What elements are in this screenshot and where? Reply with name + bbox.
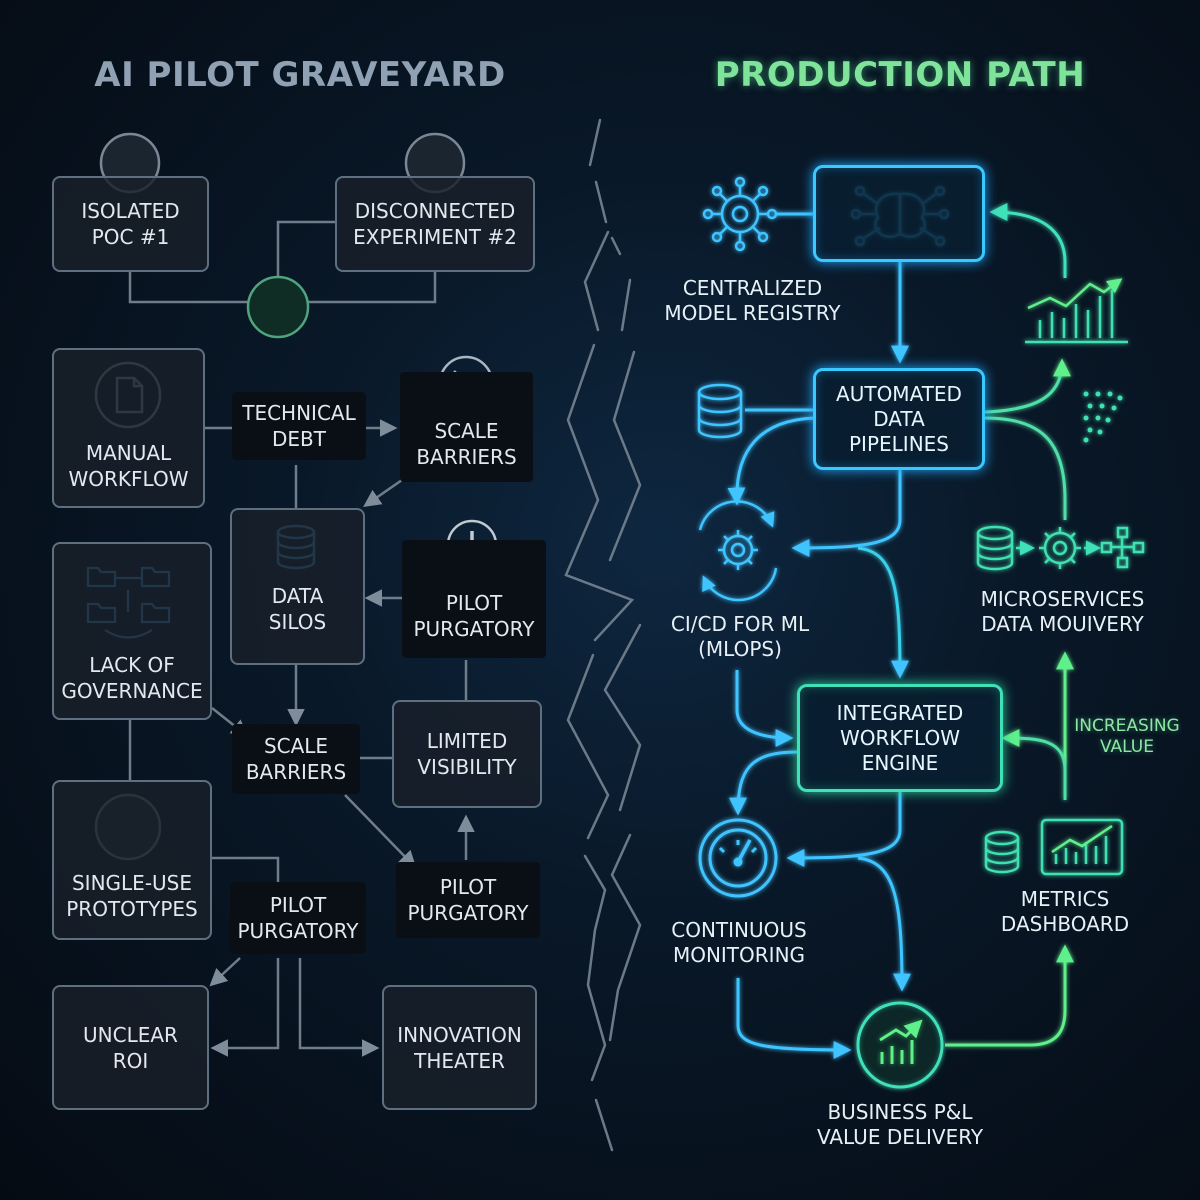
increasing-value-label: INCREASING [1074,716,1180,736]
disconnected-experiment-label: DISCONNECTED [354,199,516,223]
branch-icon [1100,526,1145,569]
database-icon [984,830,1020,874]
data-silos-box: DATA SILOS [230,508,365,665]
metrics-dashboard-caption: METRICS DASHBOARD [985,887,1145,937]
workflow-engine-node: INTEGRATED WORKFLOW ENGINE [797,684,1003,792]
scale-barriers-label: BARRIERS [245,760,347,784]
gear-icon [1039,527,1101,569]
model-registry-label: CENTRALIZED [682,276,823,300]
data-silos-label: DATA [271,584,324,608]
workflow-engine-label: WORKFLOW [840,725,960,750]
data-pipelines-label: AUTOMATED [836,381,962,406]
innovation-theater-label: INNOVATION [397,1022,522,1047]
model-registry-label: MODEL REGISTRY [664,301,841,325]
limited-visibility-label: VISIBILITY [417,755,517,779]
microservices-caption: MICROSERVICES DATA MOUIVERY [960,587,1165,637]
lack-of-governance-box: LACK OF GOVERNANCE [52,542,212,720]
monitoring-label: CONTINUOUS [671,918,807,942]
pilot-purgatory-low-box: PILOT PURGATORY [396,862,540,938]
increasing-value-caption: INCREASING VALUE [1062,716,1192,758]
scale-barriers-mid-box: SCALE BARRIERS [232,724,360,794]
single-use-prototypes-box: SINGLE-USE PROTOTYPES [52,780,212,940]
gear-cycle-icon [698,500,778,602]
technical-debt-label-box: TECHNICAL DEBT [232,392,366,460]
pilot-purgatory-label: PILOT [439,875,497,899]
database-icon [697,383,743,439]
scale-barriers-label: SCALE [434,419,499,443]
technical-debt-label: TECHNICAL [242,401,356,425]
technical-debt-label: DEBT [272,427,326,451]
limited-visibility-label: LIMITED [426,729,508,753]
model-registry-node [813,165,985,262]
lack-of-governance-label: GOVERNANCE [61,679,203,703]
gauge-icon [698,818,778,898]
right-connectors [727,203,1074,1059]
right-title: PRODUCTION PATH [714,55,1086,95]
single-use-prototypes-label: SINGLE-USE [71,871,193,895]
pilot-purgatory-label: PURGATORY [237,919,359,943]
cicd-caption: CI/CD FOR ML (MLOPS) [650,612,830,662]
microservices-label: DATA MOUIVERY [981,612,1144,636]
business-value-caption: BUSINESS P&L VALUE DELIVERY [795,1100,1005,1150]
manual-workflow-box: MANUAL WORKFLOW [52,348,205,508]
dots-grid-icon [1083,391,1123,443]
limited-visibility-box: LIMITED VISIBILITY [392,700,542,808]
network-hub-icon [702,176,778,252]
pilot-purgatory-mid-box: PILOT PURGATORY [230,882,366,954]
pilot-purgatory-label: PURGATORY [407,901,529,925]
monitoring-caption: CONTINUOUS MONITORING [650,918,828,968]
workflow-engine-label: INTEGRATED [836,700,964,725]
unclear-roi-label: UNCLEAR [83,1022,178,1047]
left-title: AI PILOT GRAVEYARD [94,55,506,95]
increasing-value-label: VALUE [1100,737,1154,757]
cicd-label: CI/CD FOR ML [670,612,810,636]
unclear-roi-box: UNCLEAR ROI [52,985,209,1110]
isolated-poc-label: POC #1 [91,225,170,249]
workflow-engine-label: ENGINE [861,750,939,775]
innovation-theater-label: THEATER [414,1048,505,1073]
cicd-label: (MLOPS) [698,637,782,661]
model-registry-caption: CENTRALIZED MODEL REGISTRY [640,276,865,326]
growth-chart-icon [1025,278,1128,344]
pilot-purgatory-label: PILOT [445,591,503,615]
pilot-purgatory-label: PILOT [269,893,327,917]
disconnected-experiment-label: EXPERIMENT #2 [353,225,517,249]
database-icon [976,525,1035,571]
isolated-poc-label: ISOLATED [81,199,180,223]
disconnected-experiment-box: DISCONNECTED EXPERIMENT #2 [335,176,535,272]
manual-workflow-label: WORKFLOW [68,467,189,491]
pilot-purgatory-right-box: PILOT PURGATORY [402,540,546,658]
business-value-label: BUSINESS P&L [827,1100,973,1124]
data-pipelines-node: AUTOMATED DATA PIPELINES [813,368,985,470]
junction-node-icon [246,275,310,339]
data-pipelines-label: DATA [873,406,925,431]
isolated-poc-box: ISOLATED POC #1 [52,176,209,272]
divider [564,118,642,1152]
lack-of-governance-label: LACK OF [89,653,175,677]
business-value-icon [856,1001,944,1089]
left-connectors [128,220,475,1057]
scale-barriers-label: SCALE [263,734,329,758]
pilot-purgatory-label: PURGATORY [413,617,535,641]
data-pipelines-label: PIPELINES [849,431,949,456]
business-value-label: VALUE DELIVERY [816,1125,984,1149]
scale-barriers-label: BARRIERS [416,445,517,469]
data-silos-label: SILOS [268,610,327,634]
manual-workflow-label: MANUAL [85,441,172,465]
scale-barriers-top-box: SCALE BARRIERS [400,372,533,482]
microservices-label: MICROSERVICES [980,587,1145,611]
dashboard-chart-icon [1040,818,1124,876]
monitoring-label: MONITORING [672,943,806,967]
metrics-dashboard-label: DASHBOARD [1000,912,1130,936]
unclear-roi-label: ROI [112,1048,149,1073]
single-use-prototypes-label: PROTOTYPES [66,897,198,921]
metrics-dashboard-label: METRICS [1020,887,1110,911]
innovation-theater-box: INNOVATION THEATER [382,985,537,1110]
